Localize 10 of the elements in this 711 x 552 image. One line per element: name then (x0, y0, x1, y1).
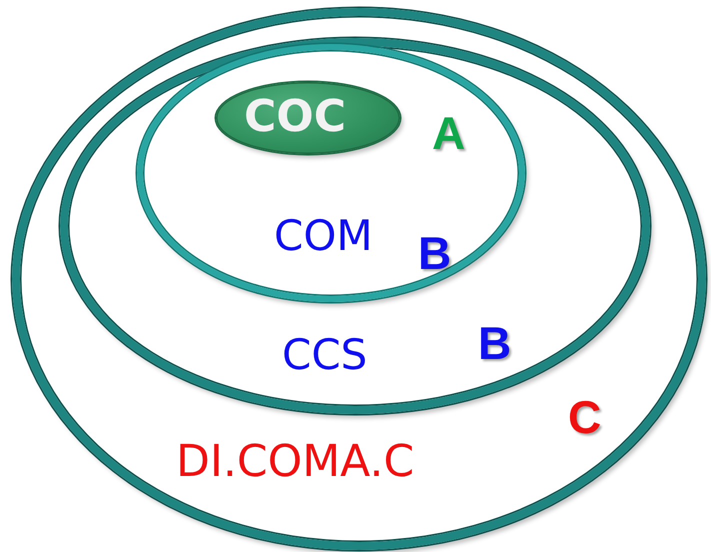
ellipse-ring (12, 8, 706, 550)
ellipse-label: CCS (282, 334, 368, 376)
ellipse-label: DI.COMA.C (176, 440, 414, 484)
ellipse-ring (137, 44, 525, 302)
ellipse-label: COC (244, 95, 346, 139)
region-letter: A (432, 110, 466, 156)
region-letter: B (478, 320, 512, 366)
region-letter: B (418, 230, 452, 276)
region-letter: C (568, 394, 602, 440)
ellipse-label: COM (274, 215, 373, 257)
